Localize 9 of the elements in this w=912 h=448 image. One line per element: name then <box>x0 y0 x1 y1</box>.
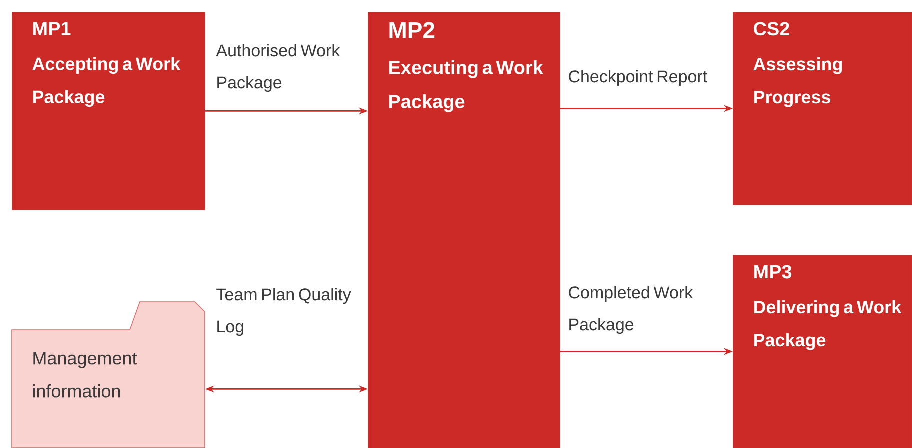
process-box: MP2 Executing a Work Package <box>368 12 560 448</box>
process-box: MP3 Delivering a Work Package <box>733 255 912 448</box>
edge-label: Checkpoint Report <box>569 70 708 86</box>
process-box: MP1 Accepting a Work Package <box>12 12 206 210</box>
process-box: CS2 Assessing Progress <box>733 12 912 206</box>
edge-label: Completed Work Package <box>569 286 694 334</box>
edge-label: Authorised Work Package <box>216 44 340 92</box>
edge-label: Team Plan Quality Log <box>216 288 352 336</box>
folder-box: Management information <box>12 302 206 448</box>
